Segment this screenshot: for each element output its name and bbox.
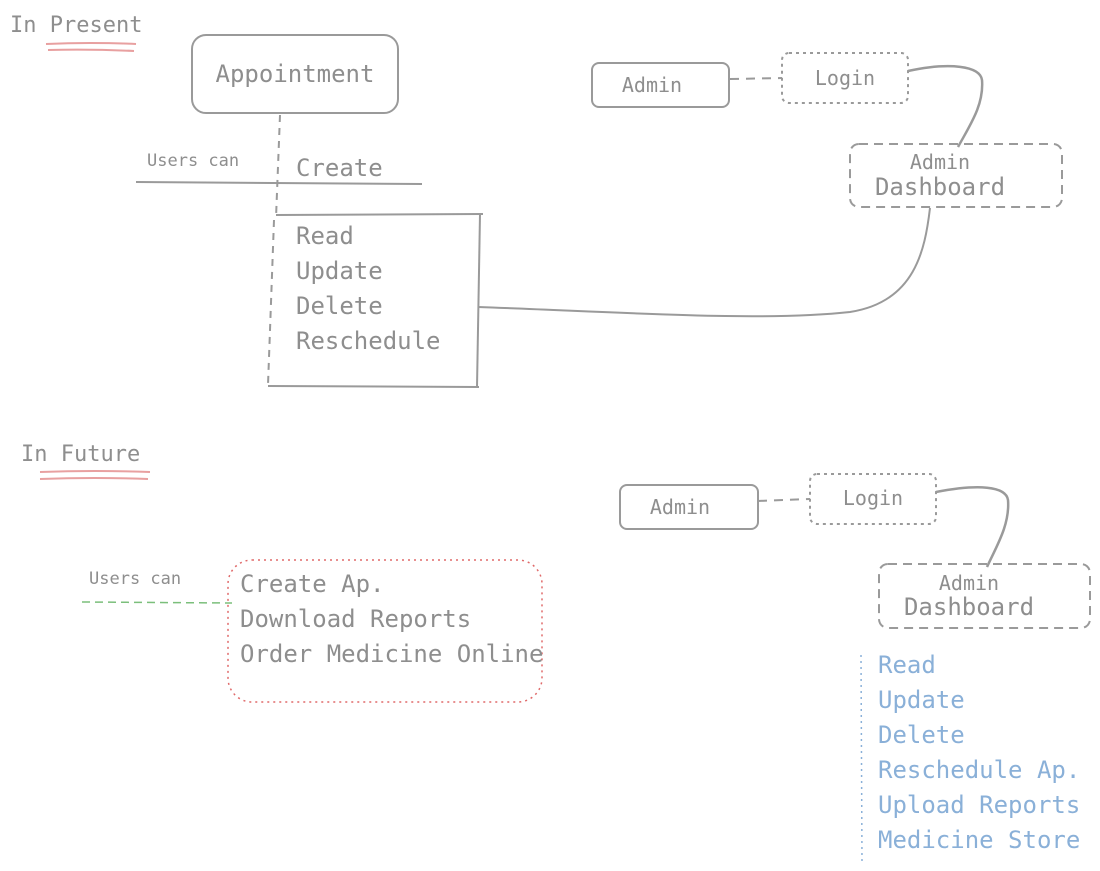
future-admin-action-item: Medicine Store (878, 826, 1081, 854)
actions-bracket-bottom (267, 385, 480, 388)
future-heading-underline (39, 470, 151, 473)
future-user-action-item: Create Ap. (240, 570, 385, 598)
present-action-item: Delete (296, 292, 383, 320)
future-login-label: Login (842, 486, 904, 510)
present-admin-login-link (729, 77, 783, 80)
future-admin-action-item: Delete (878, 721, 965, 749)
future-user-action-item: Order Medicine Online (240, 640, 544, 668)
present-users-can-label: Users can (147, 151, 240, 171)
future-admin-action-item: Update (878, 686, 965, 714)
future-users-can-line (81, 601, 233, 604)
present-users-can-line (135, 181, 423, 185)
present-action-item: Update (296, 257, 383, 285)
future-user-actions-box (227, 559, 543, 703)
present-action-item: Read (296, 222, 354, 250)
future-dashboard-label-2: Dashboard (903, 593, 1035, 621)
present-dashboard-label-1: Admin (909, 150, 971, 174)
actions-to-dashboard-curve (477, 207, 931, 318)
present-action-item: Reschedule (296, 327, 441, 355)
future-admin-login-link (757, 498, 811, 502)
future-login-box (809, 473, 937, 525)
future-admin-box (619, 484, 759, 530)
appointment-dashed-line (275, 114, 281, 219)
present-admin-label: Admin (621, 73, 683, 97)
present-login-box (781, 52, 909, 104)
future-admin-action-item: Reschedule Ap. (878, 756, 1081, 784)
present-heading-underline-2 (47, 48, 135, 52)
future-admin-actions-list: Read Update Delete Reschedule Ap. Upload… (878, 648, 1080, 858)
actions-bracket-top (275, 213, 484, 216)
future-users-can-label: Users can (89, 569, 182, 589)
future-user-action-item: Download Reports (240, 605, 472, 633)
present-heading-underline (45, 42, 137, 45)
present-create-label: Create (296, 154, 383, 182)
future-dashboard-label-1: Admin (938, 571, 1000, 595)
future-user-actions-list: Create Ap. Download Reports Order Medici… (240, 567, 543, 672)
future-heading: In Future (21, 442, 141, 467)
present-actions-list: Read Update Delete Reschedule (296, 219, 441, 359)
future-login-to-dashboard (935, 486, 1010, 568)
present-dashboard-label-2: Dashboard (874, 173, 1006, 201)
appointment-box (191, 34, 399, 114)
future-dashboard-box (878, 563, 1091, 629)
future-admin-action-item: Upload Reports (878, 791, 1081, 819)
present-admin-box (591, 62, 730, 108)
future-admin-label: Admin (649, 495, 711, 519)
present-heading: In Present (10, 13, 143, 38)
present-login-to-dashboard (907, 64, 984, 148)
present-dashboard-box (849, 143, 1063, 208)
present-login-label: Login (814, 66, 876, 90)
future-heading-underline-2 (39, 477, 149, 480)
future-admin-actions-line (860, 654, 863, 863)
future-admin-action-item: Read (878, 651, 936, 679)
actions-bracket-right (476, 213, 481, 388)
actions-bracket-left (267, 219, 275, 386)
appointment-label: Appointment (215, 60, 375, 88)
